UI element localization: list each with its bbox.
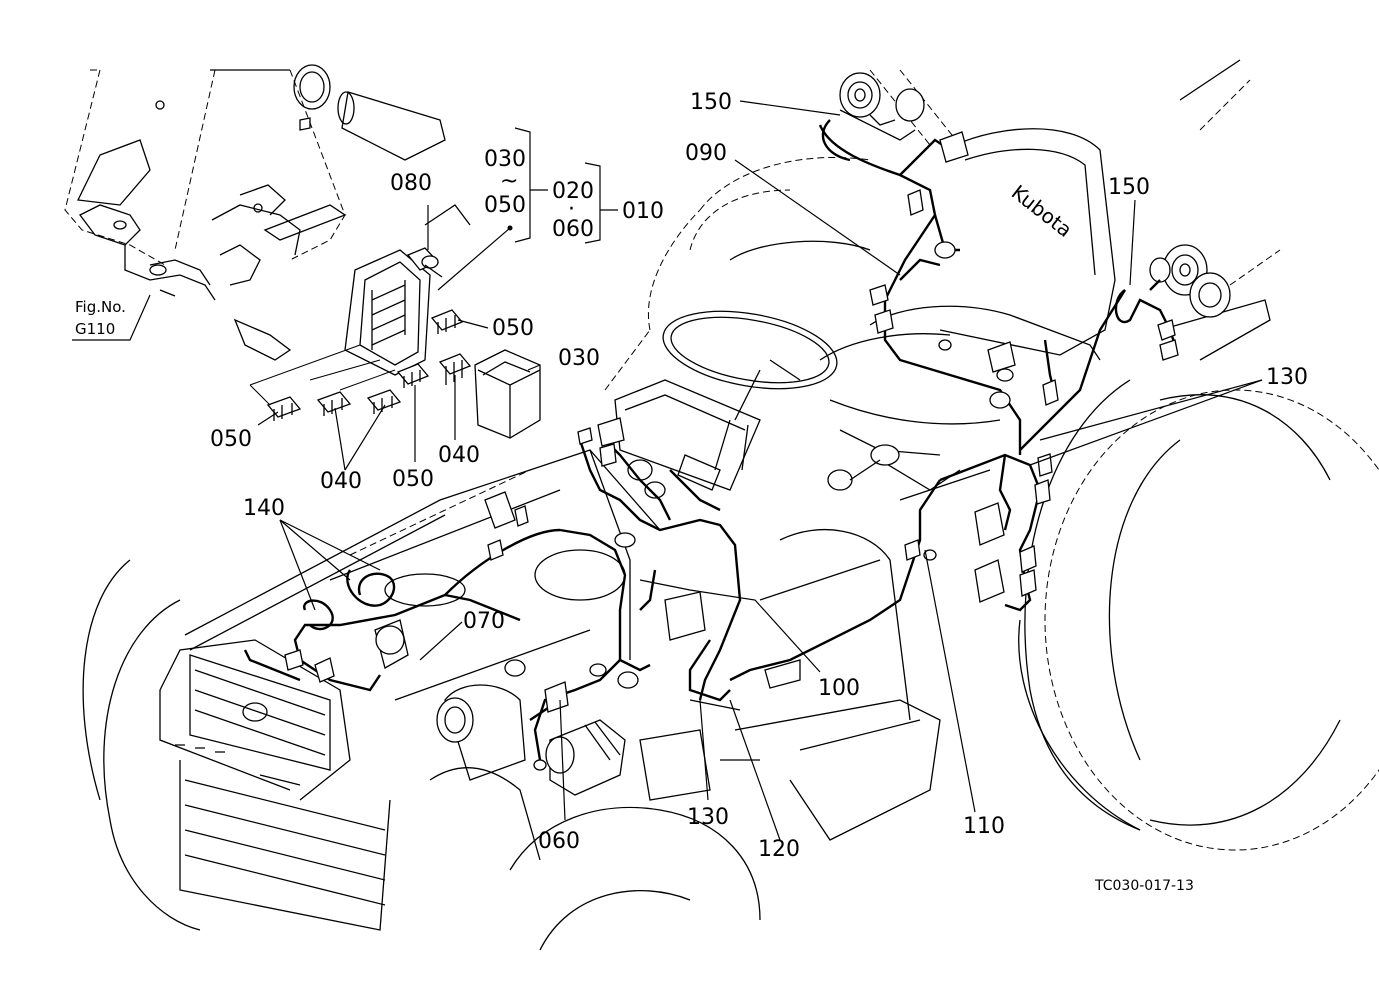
callout-060: 060 [538, 829, 580, 854]
seat-brand-label: Kubota [1007, 180, 1077, 242]
callout-120: 120 [758, 837, 800, 862]
callout-050-right: 050 [492, 316, 534, 341]
connectors [284, 131, 1179, 771]
set-top-label: 020 [552, 179, 594, 204]
drawing-code: TC030-017-13 [1094, 878, 1194, 894]
set-bottom-label: 060 [552, 217, 594, 242]
callout-040-left: 040 [320, 469, 362, 494]
fuse-box-cover [474, 349, 541, 439]
explode-line [249, 384, 271, 406]
callout-100: 100 [818, 676, 860, 701]
figure-reference: Fig.No. G110 [72, 294, 151, 341]
callout-050-left: 050 [210, 427, 252, 452]
fuse-box-assembly [344, 204, 471, 376]
callout-110: 110 [963, 814, 1005, 839]
callout-040-right: 040 [438, 443, 480, 468]
set-dot-label: · [568, 197, 575, 222]
callout-050-center: 050 [392, 467, 434, 492]
callout-140: 140 [243, 496, 285, 521]
tractor-body: Kubota [82, 59, 1379, 951]
callout-130-lower: 130 [687, 805, 729, 830]
fuse-040-left [316, 391, 352, 416]
explode-line [249, 344, 396, 391]
callout-150-left: 150 [690, 90, 732, 115]
figure-reference-label: Fig.No. [75, 298, 126, 316]
callout-030: 030 [558, 346, 600, 371]
callout-leaders [257, 100, 1263, 841]
rear-lamp-right [1149, 244, 1231, 318]
chassis-frame-bracket [64, 64, 446, 361]
range-tilde-label: ~ [500, 169, 518, 194]
callout-130-right: 130 [1266, 365, 1308, 390]
callout-150-right: 150 [1108, 175, 1150, 200]
fuse-050-right [430, 309, 464, 334]
range-top-label: 030 [484, 147, 526, 172]
callout-080: 080 [390, 171, 432, 196]
assembly-brackets [514, 127, 618, 244]
figure-reference-value: G110 [75, 320, 115, 338]
range-bottom-label: 050 [484, 193, 526, 218]
rear-lamp-left [839, 72, 925, 141]
fuse-040-center [366, 389, 402, 414]
fuse-050-center [396, 363, 430, 388]
callout-070: 070 [463, 609, 505, 634]
assembly-label: 010 [622, 199, 664, 224]
callout-090: 090 [685, 141, 727, 166]
fuse-040-right [438, 353, 472, 385]
fuse-050-left [266, 396, 302, 421]
callout-labels: 030 ~ 050 020 · 060 010 080 050 030 050 … [210, 90, 1308, 894]
